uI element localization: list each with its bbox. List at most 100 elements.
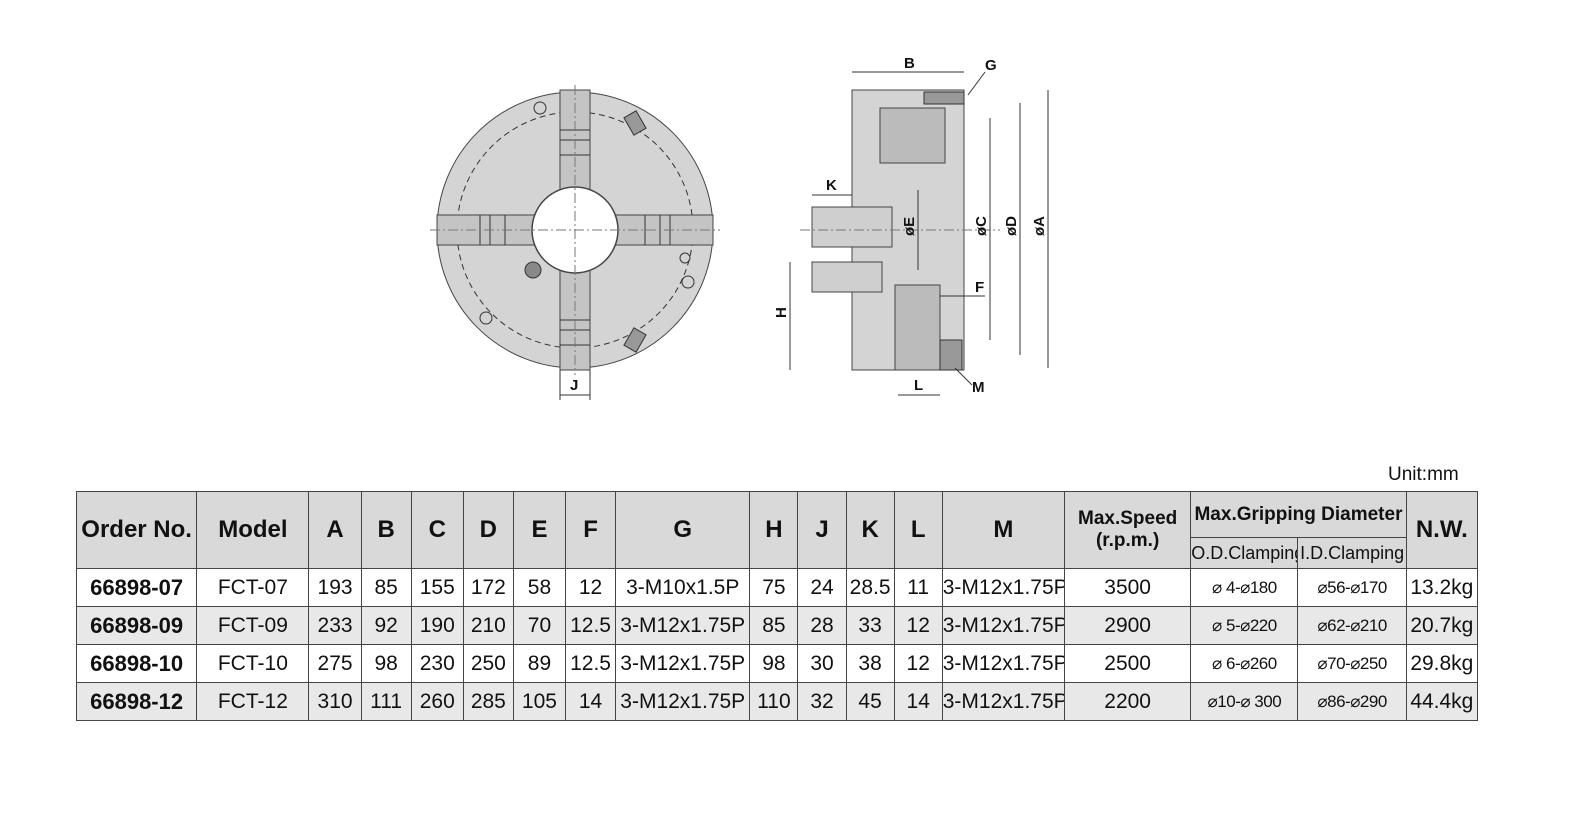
chuck-side-view: B G K øE øC øD øA F H L M — [773, 55, 1049, 396]
cell-e: 70 — [512, 606, 567, 645]
cell-model: FCT-10 — [196, 644, 310, 683]
cell-nw: 29.8kg — [1405, 644, 1479, 683]
cell-b: 92 — [360, 606, 412, 645]
header-e: E — [512, 491, 567, 569]
cell-model: FCT-09 — [196, 606, 310, 645]
cell-l: 14 — [893, 682, 943, 721]
header-model: Model — [196, 491, 310, 569]
dim-label-h: H — [773, 307, 790, 318]
header-nw: N.W. — [1405, 491, 1479, 569]
cell-c: 190 — [410, 606, 464, 645]
cell-od: ⌀10-⌀ 300 — [1190, 682, 1299, 721]
header-g: G — [615, 491, 751, 569]
cell-k: 33 — [845, 606, 895, 645]
cell-a: 193 — [308, 568, 362, 607]
cell-d: 172 — [462, 568, 514, 607]
cell-e: 58 — [512, 568, 567, 607]
header-a: A — [308, 491, 362, 569]
cell-nw: 20.7kg — [1405, 606, 1479, 645]
cell-f: 14 — [564, 682, 617, 721]
cell-l: 12 — [893, 644, 943, 683]
header-max-speed-unit: (r.p.m.) — [1095, 530, 1160, 551]
cell-m: 3-M12x1.75P — [941, 606, 1066, 645]
header-c: C — [410, 491, 464, 569]
cell-c: 260 — [410, 682, 464, 721]
cell-g: 3-M12x1.75P — [615, 644, 751, 683]
cell-nw: 13.2kg — [1405, 568, 1479, 607]
dim-label-b: B — [904, 55, 915, 72]
spec-table: Order No. Model A B C D E F G H J K L M … — [75, 491, 1479, 721]
cell-id: ⌀70-⌀250 — [1297, 644, 1407, 683]
dim-label-m: M — [972, 379, 985, 396]
cell-speed: 2900 — [1063, 606, 1192, 645]
cell-a: 275 — [308, 644, 362, 683]
header-h: H — [749, 491, 799, 569]
cell-h: 110 — [749, 682, 799, 721]
dim-label-k: K — [826, 177, 837, 194]
header-od-clamping: O.D.Clamping — [1190, 537, 1299, 569]
header-max-speed: Max.Speed (r.p.m.) — [1063, 491, 1192, 569]
dim-label-c: øC — [973, 216, 990, 236]
dim-label-a: øA — [1031, 216, 1048, 236]
cell-speed: 2500 — [1063, 644, 1192, 683]
cell-m: 3-M12x1.75P — [941, 568, 1066, 607]
cell-model: FCT-07 — [196, 568, 310, 607]
dim-label-g: G — [985, 57, 997, 74]
cell-e: 105 — [512, 682, 567, 721]
header-k: K — [845, 491, 895, 569]
cell-nw: 44.4kg — [1405, 682, 1479, 721]
cell-od: ⌀ 5-⌀220 — [1190, 606, 1299, 645]
header-b: B — [360, 491, 412, 569]
cell-j: 24 — [797, 568, 847, 607]
dim-label-d: øD — [1003, 216, 1020, 236]
cell-od: ⌀ 4-⌀180 — [1190, 568, 1299, 607]
header-m: M — [941, 491, 1066, 569]
cell-h: 75 — [749, 568, 799, 607]
header-j: J — [797, 491, 847, 569]
cell-b: 85 — [360, 568, 412, 607]
cell-m: 3-M12x1.75P — [941, 682, 1066, 721]
header-max-gripping-diameter: Max.Gripping Diameter — [1190, 491, 1407, 538]
cell-id: ⌀56-⌀170 — [1297, 568, 1407, 607]
dim-label-l: L — [914, 377, 923, 394]
cell-order: 66898-07 — [75, 568, 198, 607]
chuck-front-view: J — [430, 85, 720, 400]
technical-drawings: J B G K øE øC øD øA F H L — [430, 55, 1049, 400]
cell-order: 66898-12 — [75, 682, 198, 721]
cell-f: 12 — [564, 568, 617, 607]
cell-l: 12 — [893, 606, 943, 645]
cell-c: 230 — [410, 644, 464, 683]
header-max-speed-label: Max.Speed — [1078, 508, 1178, 529]
cell-e: 89 — [512, 644, 567, 683]
cell-m: 3-M12x1.75P — [941, 644, 1066, 683]
cell-b: 111 — [360, 682, 412, 721]
cell-l: 11 — [893, 568, 943, 607]
cell-h: 85 — [749, 606, 799, 645]
cell-k: 28.5 — [845, 568, 895, 607]
cell-f: 12.5 — [564, 644, 617, 683]
header-order-no: Order No. — [75, 491, 198, 569]
cell-a: 310 — [308, 682, 362, 721]
cell-d: 250 — [462, 644, 514, 683]
header-f: F — [564, 491, 617, 569]
cell-j: 32 — [797, 682, 847, 721]
header-d: D — [462, 491, 514, 569]
cell-model: FCT-12 — [196, 682, 310, 721]
cell-speed: 2200 — [1063, 682, 1192, 721]
dim-label-e: øE — [901, 217, 918, 236]
cell-order: 66898-10 — [75, 644, 198, 683]
cell-d: 210 — [462, 606, 514, 645]
dim-label-f: F — [975, 279, 984, 296]
cell-order: 66898-09 — [75, 606, 198, 645]
cell-g: 3-M12x1.75P — [615, 682, 751, 721]
cell-d: 285 — [462, 682, 514, 721]
cell-j: 28 — [797, 606, 847, 645]
cell-od: ⌀ 6-⌀260 — [1190, 644, 1299, 683]
unit-label: Unit:mm — [1388, 464, 1459, 485]
cell-speed: 3500 — [1063, 568, 1192, 607]
cell-c: 155 — [410, 568, 464, 607]
